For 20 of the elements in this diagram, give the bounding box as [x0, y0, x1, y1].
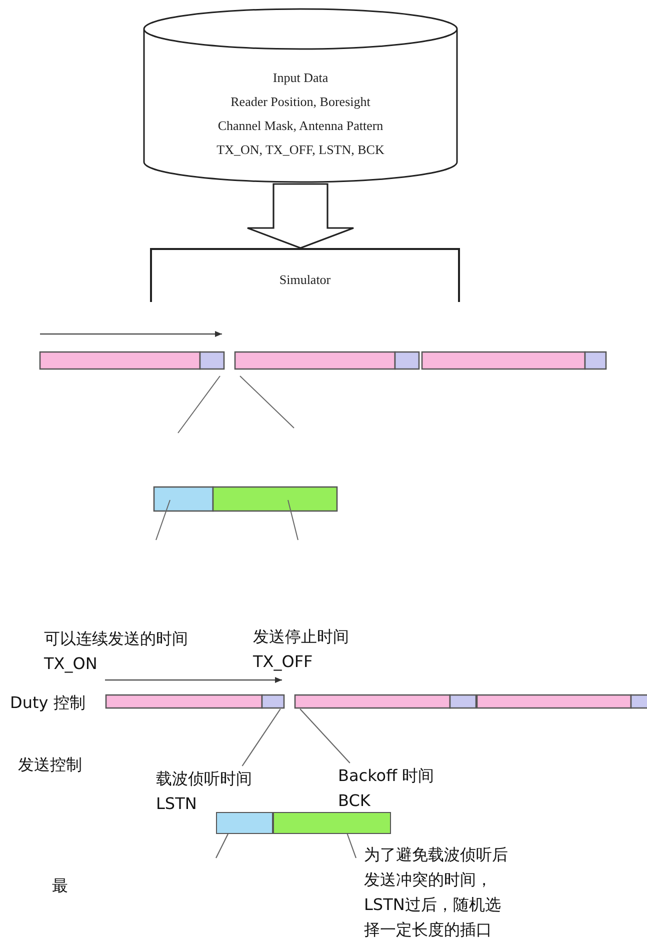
text-label: 发送停止时间 TX_OFF — [253, 626, 350, 673]
data-item: TX_ON, TX_OFF, LSTN, BCK — [216, 141, 386, 159]
text-label: 可以连续发送的时间 TX_ON — [44, 628, 189, 675]
text-label: 最 — [52, 875, 69, 897]
annotation: 为了避免载波侦听后发送冲突的时间，LSTN过后，随机选择一定长度的插口 — [356, 842, 516, 941]
leader-line — [300, 708, 350, 764]
leader-line — [242, 708, 281, 766]
leader-line — [216, 834, 228, 858]
annotation: Backoff 时间 BCK — [338, 763, 446, 813]
data-item: Reader Position, Boresight — [230, 93, 372, 111]
time-segment — [216, 812, 273, 834]
time-segment — [273, 812, 391, 834]
leader-line — [346, 834, 357, 858]
text-label: 发送控制 — [18, 754, 83, 776]
data-item: Channel Mask, Antenna Pattern — [216, 117, 384, 135]
process-box: Simulator — [150, 248, 460, 302]
heading: Input Data — [272, 69, 330, 87]
block-arrow — [246, 183, 354, 249]
annotation: 载波侦听时间 LSTN — [156, 766, 268, 816]
text-label: Duty 控制 — [10, 692, 86, 714]
